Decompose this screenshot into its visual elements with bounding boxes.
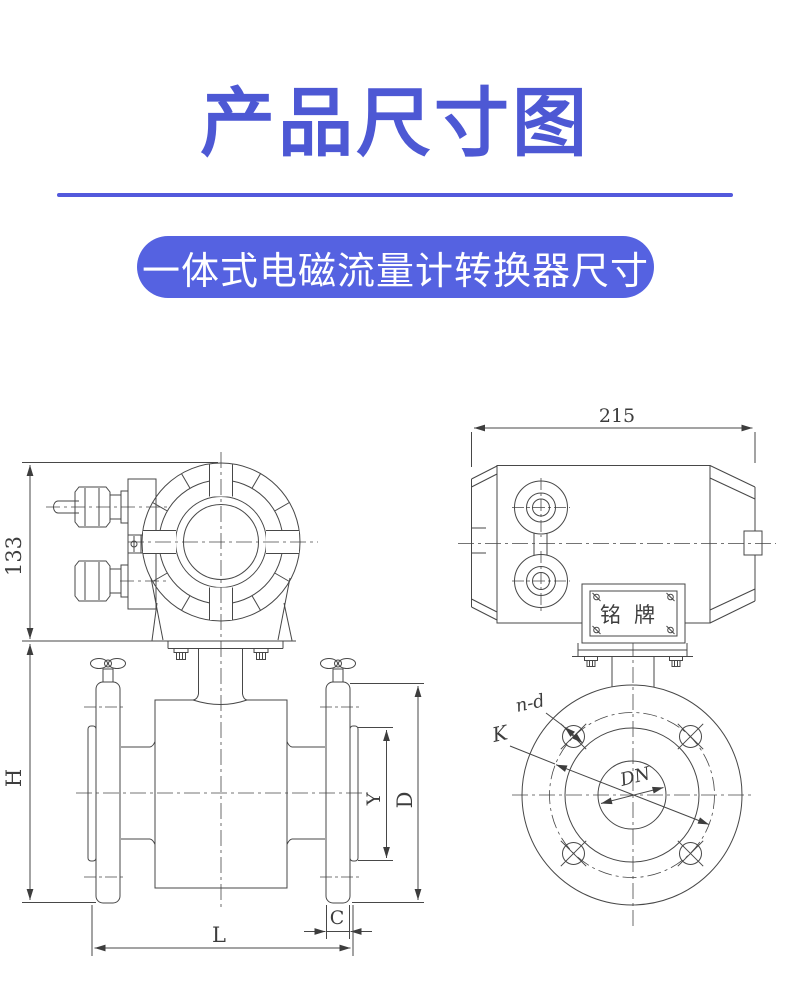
flange-bolt	[320, 658, 356, 683]
dim-label-d: D	[393, 792, 417, 809]
dim-label-133: 133	[2, 536, 26, 576]
dimension-drawing: 133 H L C D Y 215 铭牌 DN K n-d	[2, 405, 776, 956]
label-k: K	[489, 720, 511, 747]
flange-bolt	[90, 658, 126, 683]
dim-label-h: H	[2, 769, 26, 787]
subtitle-text: 一体式电磁流量计转换器尺寸	[141, 250, 649, 293]
dim-label-l: L	[212, 923, 226, 947]
flange-end-view	[509, 684, 753, 906]
title-underline	[57, 193, 733, 197]
nameplate-box	[581, 583, 686, 644]
dim-label-y: Y	[363, 792, 385, 806]
label-dn: DN	[617, 763, 654, 791]
subtitle-pill: 一体式电磁流量计转换器尺寸	[137, 236, 654, 298]
converter-top-view	[458, 424, 776, 927]
dim-label-c: C	[330, 907, 345, 929]
flowmeter-side-view	[22, 452, 424, 956]
label-nd: n-d	[514, 690, 547, 717]
dim-label-215: 215	[599, 405, 635, 427]
page-title: 产品尺寸图	[199, 81, 590, 165]
nameplate-label: 铭牌	[600, 603, 668, 627]
